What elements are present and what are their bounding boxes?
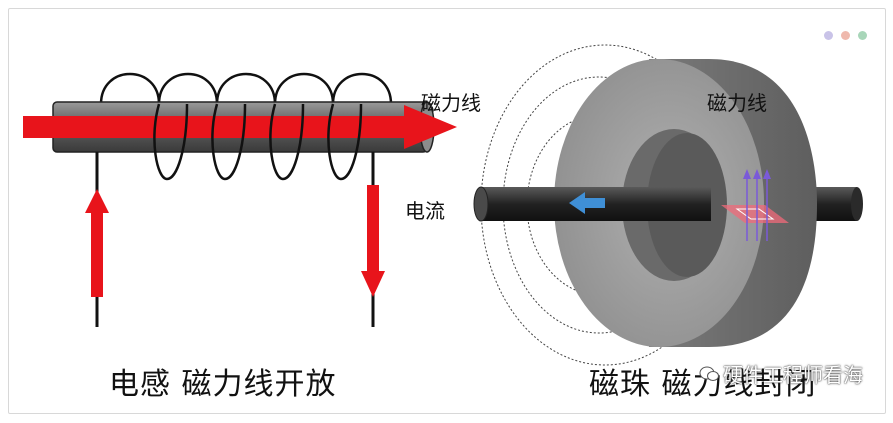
- window-dot-2: [841, 31, 850, 40]
- current-direction-arrow: [569, 192, 605, 214]
- coil-front: [153, 103, 363, 181]
- wire-right-end: [851, 187, 863, 221]
- current-in-arrow: [85, 189, 109, 297]
- window-dot-3: [858, 31, 867, 40]
- diagram-art: [23, 44, 863, 366]
- coil-back: [99, 72, 393, 105]
- wire-left-end: [473, 186, 489, 222]
- wechat-icon: [699, 363, 719, 387]
- diagram-frame: 磁力线 磁力线 电流 电感 磁力线开放 磁珠 磁力线封闭 硬件工程师看海: [8, 8, 886, 414]
- current-out-arrow: [361, 185, 385, 297]
- window-controls: [824, 31, 867, 40]
- inductor-field-lines-label: 磁力线: [421, 91, 481, 115]
- current-label: 电流: [405, 199, 445, 223]
- bead-field-lines-label: 磁力线: [707, 91, 767, 115]
- inductor-caption: 电感 磁力线开放: [109, 367, 337, 402]
- flux-plane: [721, 169, 789, 241]
- watermark-text: 硬件工程师看海: [723, 363, 863, 387]
- ferrite-bead: [473, 44, 863, 366]
- watermark: 硬件工程师看海: [699, 359, 863, 388]
- window-dot-1: [824, 31, 833, 40]
- flux-arrow: [23, 105, 457, 149]
- inductor: [23, 72, 457, 327]
